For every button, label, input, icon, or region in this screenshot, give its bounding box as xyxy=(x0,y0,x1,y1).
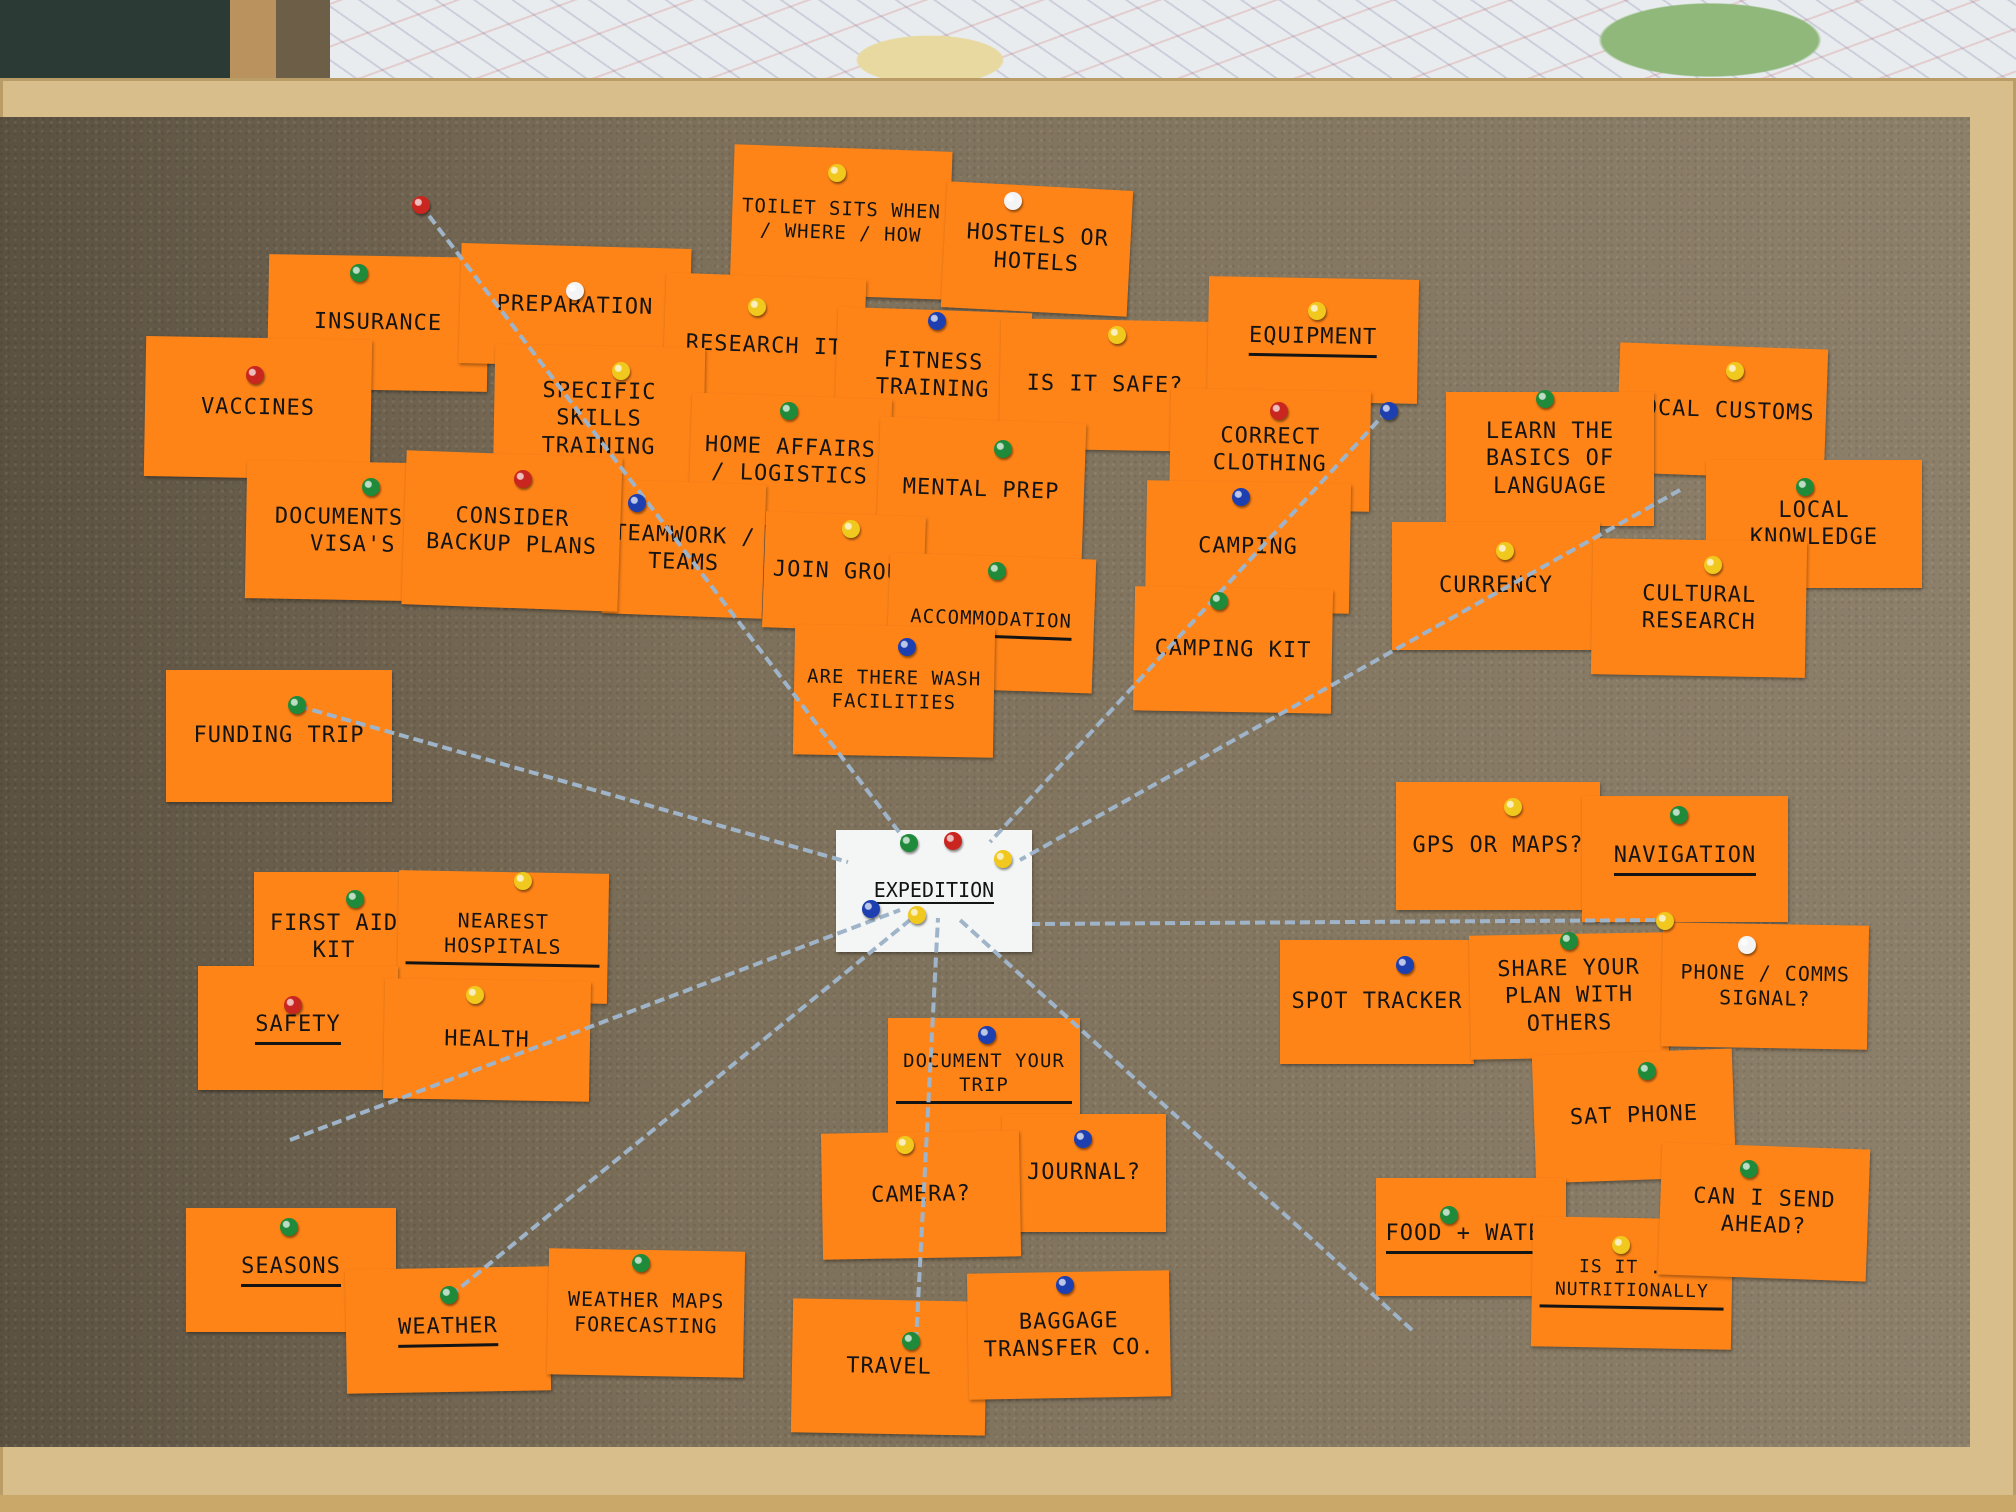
pin xyxy=(842,520,860,538)
pin xyxy=(944,832,962,850)
pin xyxy=(978,1026,996,1044)
note-currency: Currency xyxy=(1392,522,1600,650)
pin xyxy=(284,996,302,1014)
note-phone-signal: Phone / comms signal? xyxy=(1660,922,1870,1050)
pin xyxy=(350,264,368,282)
pin xyxy=(994,850,1012,868)
pin xyxy=(1396,956,1414,974)
pin xyxy=(628,494,646,512)
pin xyxy=(1440,1206,1458,1224)
pin xyxy=(1308,302,1326,320)
pin xyxy=(1496,542,1514,560)
pin xyxy=(1738,936,1756,954)
pin xyxy=(246,366,264,384)
pin xyxy=(632,1254,650,1272)
wood-strip xyxy=(230,0,276,80)
note-vaccines: Vaccines xyxy=(143,336,373,480)
pin xyxy=(862,900,880,918)
floor xyxy=(0,1495,2016,1512)
pin xyxy=(780,402,798,420)
note-send-ahead: Can I send ahead? xyxy=(1657,1142,1871,1282)
pin xyxy=(1056,1276,1074,1294)
note-cultural-research: Cultural research xyxy=(1590,538,1808,678)
pin xyxy=(1108,326,1126,344)
pin xyxy=(908,906,926,924)
pin xyxy=(362,478,380,496)
pin xyxy=(1270,402,1288,420)
center-card: Expedition xyxy=(836,830,1032,952)
pin xyxy=(440,1286,458,1304)
pin xyxy=(1670,806,1688,824)
pin xyxy=(1504,798,1522,816)
pin xyxy=(1074,1130,1092,1148)
pin xyxy=(896,1136,914,1154)
pin xyxy=(466,986,484,1004)
pin xyxy=(748,298,766,316)
note-safety: Safety xyxy=(198,966,398,1090)
note-travel: Travel xyxy=(790,1298,988,1436)
note-share-plan: Share your plan with others xyxy=(1468,932,1670,1060)
pin xyxy=(1740,1160,1758,1178)
pin xyxy=(902,1332,920,1350)
pin xyxy=(514,470,532,488)
note-funding: Funding trip xyxy=(166,670,392,802)
pin xyxy=(988,562,1006,580)
pin xyxy=(1704,556,1722,574)
pin xyxy=(612,362,630,380)
pin xyxy=(1004,192,1022,210)
pin xyxy=(898,638,916,656)
note-teamwork: Teamwork / teams xyxy=(601,479,767,619)
pin xyxy=(1612,1236,1630,1254)
note-camping-kit: Camping kit xyxy=(1132,586,1334,714)
pin xyxy=(1232,488,1250,506)
pin xyxy=(1380,402,1398,420)
note-camera: Camera? xyxy=(820,1130,1022,1260)
note-washing: Are there wash facilities xyxy=(792,624,996,758)
pin xyxy=(994,440,1012,458)
pin xyxy=(288,696,306,714)
pin xyxy=(566,282,584,300)
pin xyxy=(1536,390,1554,408)
pin xyxy=(828,164,846,182)
pin xyxy=(346,890,364,908)
pin xyxy=(1656,912,1674,930)
pin xyxy=(928,312,946,330)
pin xyxy=(514,872,532,890)
pin xyxy=(900,834,918,852)
note-backup: Consider backup plans xyxy=(401,450,623,612)
note-spot-tracker: Spot tracker xyxy=(1280,940,1474,1064)
note-equipment: Equipment xyxy=(1206,276,1420,404)
pin xyxy=(1638,1062,1656,1080)
pin xyxy=(280,1218,298,1236)
wall xyxy=(0,0,230,80)
note-gps: GPS or maps? xyxy=(1396,782,1600,910)
note-learn-language: Learn the basics of language xyxy=(1446,392,1654,526)
pin xyxy=(1560,932,1578,950)
note-health: Health xyxy=(382,978,592,1102)
pin xyxy=(1796,478,1814,496)
pin xyxy=(1210,592,1228,610)
note-hostels: Hostels or hotels xyxy=(940,181,1134,317)
pin xyxy=(1726,362,1744,380)
pin xyxy=(412,196,430,214)
